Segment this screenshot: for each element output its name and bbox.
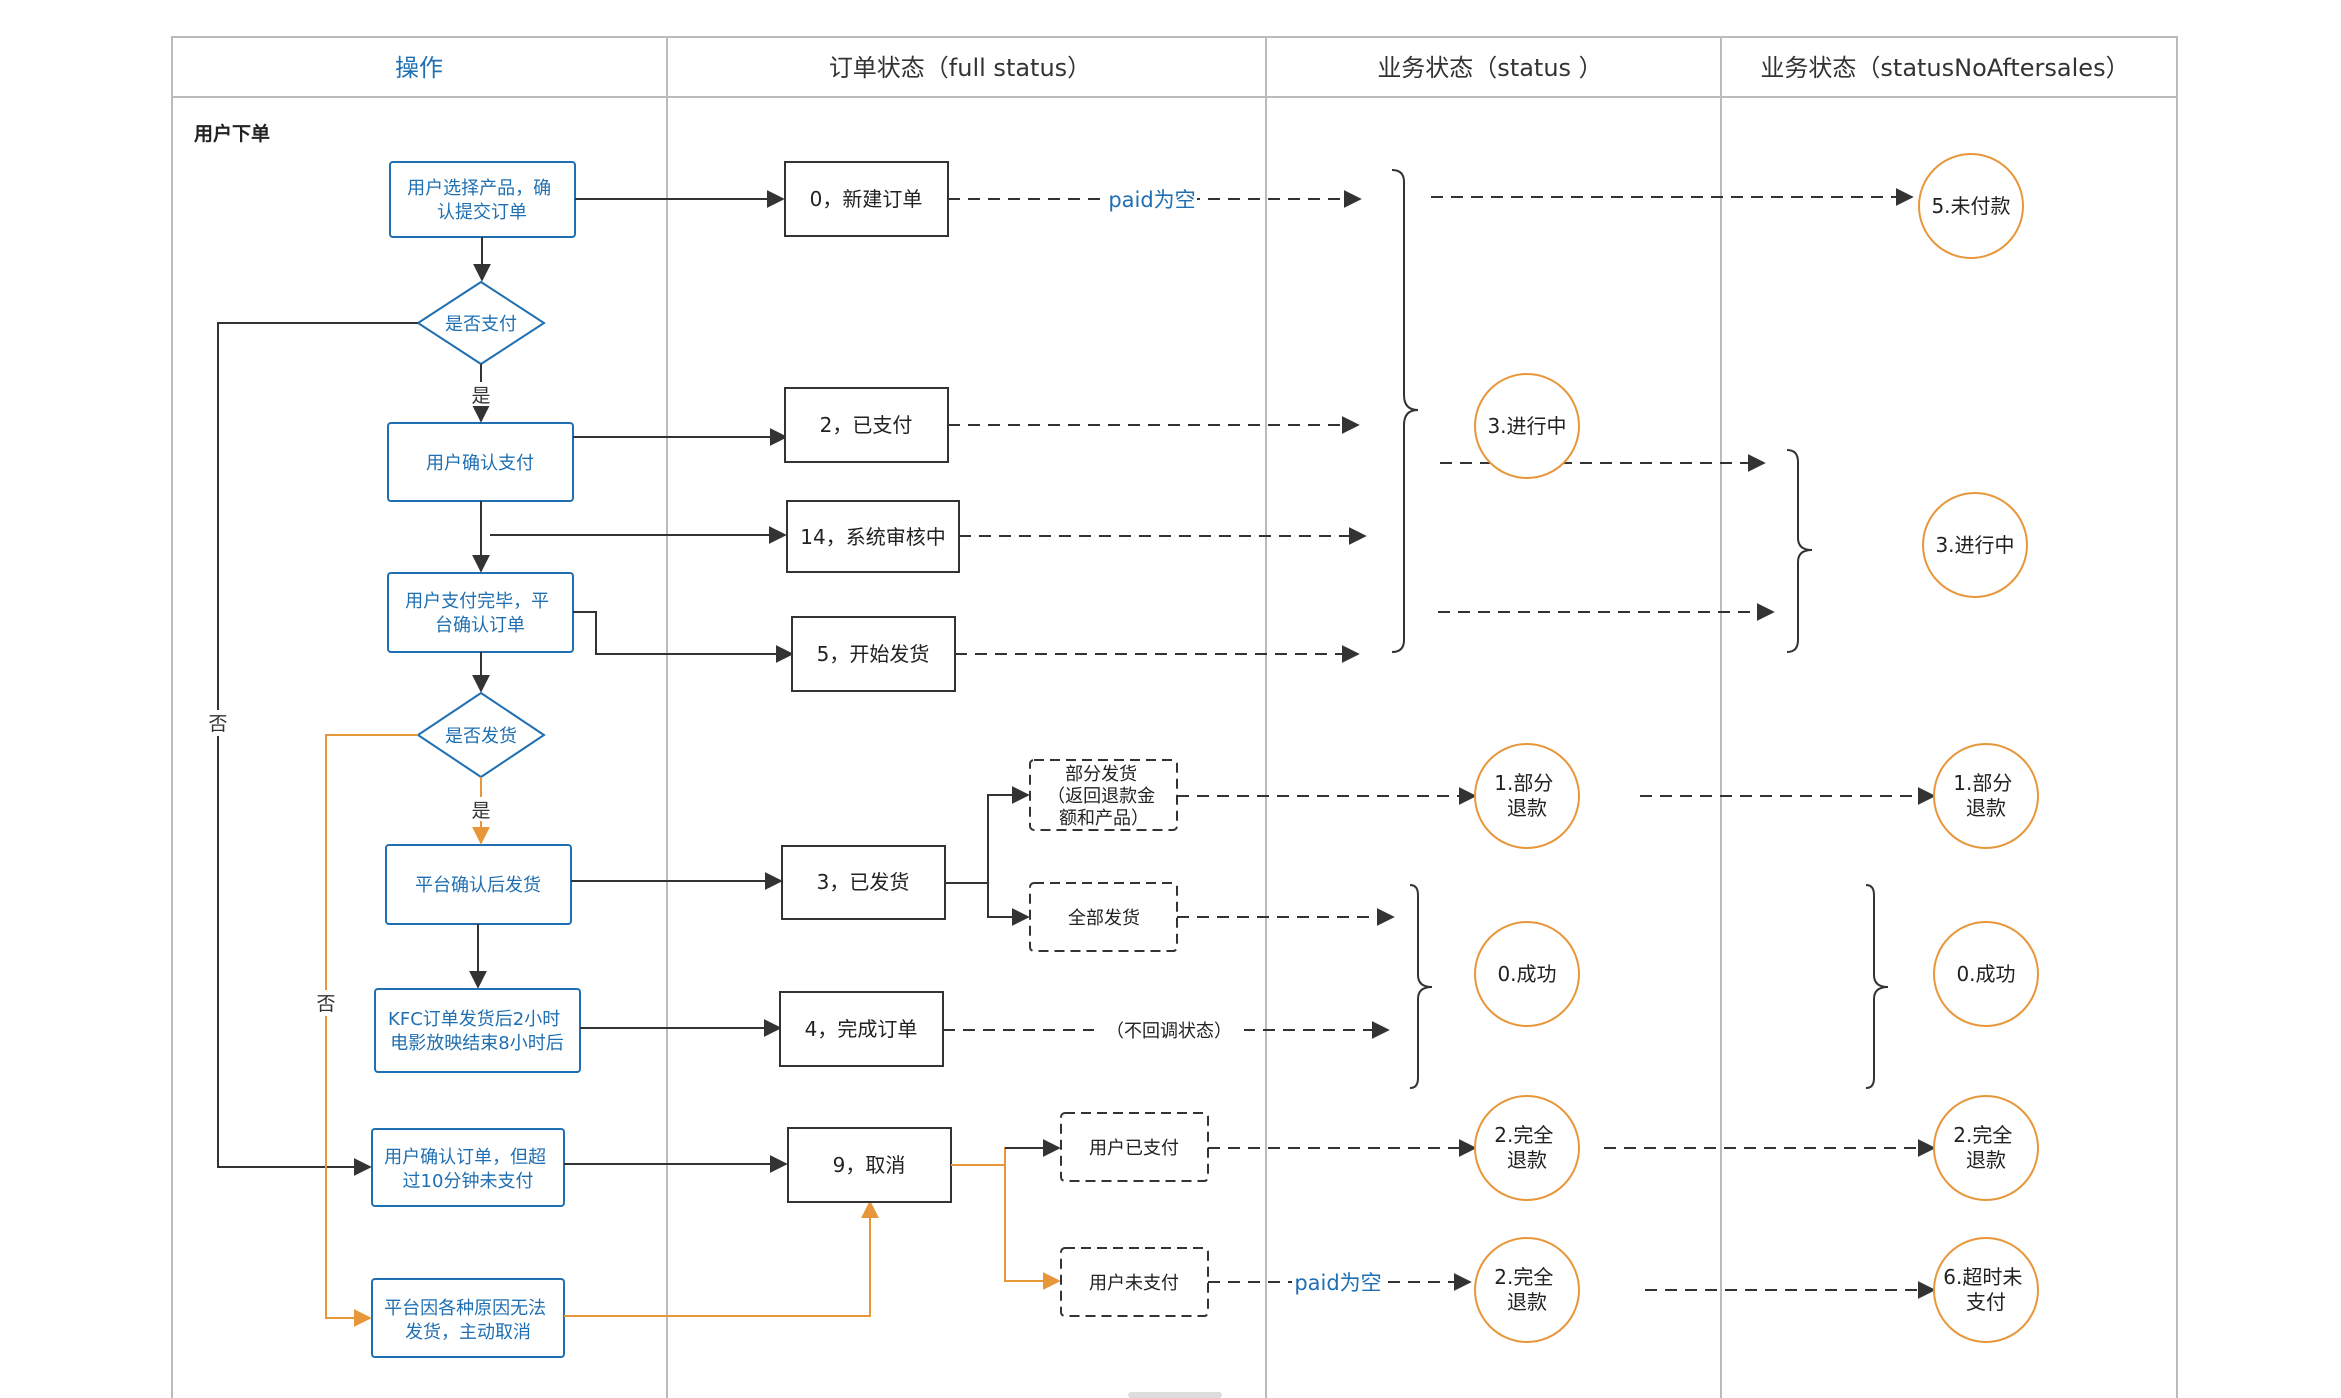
edge-label-yes: 是: [471, 800, 490, 822]
operation-label: KFC订单发货后2小时 电影放映结束8小时后: [388, 1009, 566, 1054]
operation-label: 平台因各种原因无法 发货，主动取消: [384, 1298, 552, 1343]
cancel-to-state-arrow: [564, 1200, 879, 1317]
brace-noaftersales-in-progress: [1786, 449, 1813, 653]
status-label: 1.部分 退款: [1494, 771, 1559, 820]
state-label: 4，完成订单: [805, 1017, 918, 1041]
brace-status-in-progress: [1391, 169, 1419, 653]
state-box-paid: 2，已支付: [784, 387, 949, 463]
brace-status-success: [1409, 884, 1433, 1089]
state-box-system-review: 14，系统审核中: [786, 500, 960, 573]
status-label: 0.成功: [1497, 962, 1556, 986]
status-circle-timeout-unpaid: 6.超时未 支付: [1933, 1237, 2039, 1343]
decision-label: 是否发货: [445, 726, 517, 747]
state-label: 2，已支付: [820, 413, 913, 437]
status-circle-partial-refund: 1.部分 退款: [1474, 743, 1580, 849]
header-status: 业务状态（status ）: [1377, 54, 1602, 82]
substate-box-user-paid: 用户已支付: [1060, 1112, 1209, 1182]
operation-box-confirm-payment: 用户确认支付: [387, 422, 574, 502]
state-branch-lines: [945, 786, 1030, 926]
state-box-start-shipping: 5，开始发货: [791, 616, 956, 692]
arrow-label-no-callback: （不回调状态）: [1106, 1021, 1232, 1042]
table-grid: [171, 36, 2178, 1398]
state-label: 3，已发货: [817, 870, 910, 894]
edge-label-yes: 是: [471, 385, 490, 407]
operation-box-timeout-unpaid: 用户确认订单，但超 过10分钟未支付: [371, 1128, 565, 1207]
substate-box-partial-ship: 部分发货 （返回退款金 额和产品）: [1029, 759, 1178, 831]
header-status-no-aftersales: 业务状态（statusNoAftersales）: [1760, 54, 2129, 82]
status-circle-partial-refund-noaftersales: 1.部分 退款: [1933, 743, 2039, 849]
status-label: 3.进行中: [1935, 533, 2014, 557]
status-label: 5.未付款: [1931, 194, 2010, 218]
state-box-cancelled: 9，取消: [787, 1127, 952, 1203]
status-label: 1.部分 退款: [1953, 771, 2018, 820]
brace-noaftersales-success: [1865, 884, 1889, 1089]
section-title: 用户下单: [194, 122, 270, 145]
status-circle-unpaid: 5.未付款: [1918, 153, 2024, 259]
substate-label: 部分发货 （返回退款金 额和产品）: [1047, 764, 1161, 829]
state-label: 0，新建订单: [810, 187, 923, 211]
operation-box-platform-cancel: 平台因各种原因无法 发货，主动取消: [371, 1278, 565, 1358]
substate-box-user-unpaid: 用户未支付: [1060, 1247, 1209, 1317]
state-box-new-order: 0，新建订单: [784, 161, 949, 237]
operation-box-payment-done: 用户支付完毕，平 台确认订单: [387, 572, 574, 653]
substate-label: 用户已支付: [1089, 1138, 1179, 1159]
operation-box-platform-ship: 平台确认后发货: [385, 844, 572, 925]
decision-label: 是否支付: [445, 314, 517, 335]
arrow-label-paid-empty: paid为空: [1108, 188, 1195, 212]
status-circle-full-refund-noaftersales: 2.完全 退款: [1933, 1095, 2039, 1201]
header-full-status: 订单状态（full status）: [829, 54, 1091, 82]
status-label: 0.成功: [1956, 962, 2015, 986]
state-box-complete: 4，完成订单: [779, 991, 944, 1067]
operation-label: 用户确认订单，但超 过10分钟未支付: [384, 1147, 552, 1192]
operation-label: 用户选择产品，确 认提交订单: [407, 178, 557, 223]
edge-label-no: 否: [208, 713, 227, 735]
braces: [1391, 169, 1889, 1089]
operation-box-kfc-after: KFC订单发货后2小时 电影放映结束8小时后: [374, 988, 581, 1073]
scroll-indicator[interactable]: [1128, 1392, 1222, 1398]
operation-box-select-product: 用户选择产品，确 认提交订单: [389, 161, 576, 238]
operation-label: 用户支付完毕，平 台确认订单: [405, 591, 555, 636]
decision-is-shipped: 是否发货: [416, 691, 546, 779]
state-label: 9，取消: [833, 1153, 906, 1177]
status-label: 2.完全 退款: [1494, 1265, 1559, 1314]
operation-flow-lines: [217, 237, 491, 1176]
table-border: [171, 36, 2178, 1398]
operation-to-state-arrows: [490, 190, 794, 1173]
substate-label: 用户未支付: [1089, 1273, 1179, 1294]
operation-label: 平台确认后发货: [415, 875, 541, 896]
arrow-label-paid-empty: paid为空: [1294, 1271, 1381, 1295]
edge-label-no: 否: [316, 993, 335, 1015]
decision-is-paid: 是否支付: [416, 280, 546, 366]
state-label: 5，开始发货: [817, 642, 930, 666]
status-circle-in-progress: 3.进行中: [1474, 373, 1580, 479]
header-operation: 操作: [395, 54, 443, 82]
status-circle-full-refund: 2.完全 退款: [1474, 1095, 1580, 1201]
status-circle-success-noaftersales: 0.成功: [1933, 921, 2039, 1027]
state-label: 14，系统审核中: [800, 525, 945, 549]
status-circle-in-progress-noaftersales: 3.进行中: [1922, 492, 2028, 598]
status-circle-success: 0.成功: [1474, 921, 1580, 1027]
operation-label: 用户确认支付: [426, 453, 534, 474]
cancel-branch-lines: [951, 1147, 1061, 1290]
substate-label: 全部发货: [1068, 908, 1140, 929]
state-box-shipped: 3，已发货: [781, 845, 946, 920]
status-label: 3.进行中: [1487, 414, 1566, 438]
status-label: 2.完全 退款: [1494, 1123, 1559, 1172]
status-circle-full-refund-unpaid: 2.完全 退款: [1474, 1237, 1580, 1343]
status-label: 6.超时未 支付: [1943, 1265, 2028, 1314]
dashed-status-arrows: [943, 188, 1936, 1299]
substate-box-full-ship: 全部发货: [1029, 882, 1178, 952]
status-label: 2.完全 退款: [1953, 1123, 2018, 1172]
